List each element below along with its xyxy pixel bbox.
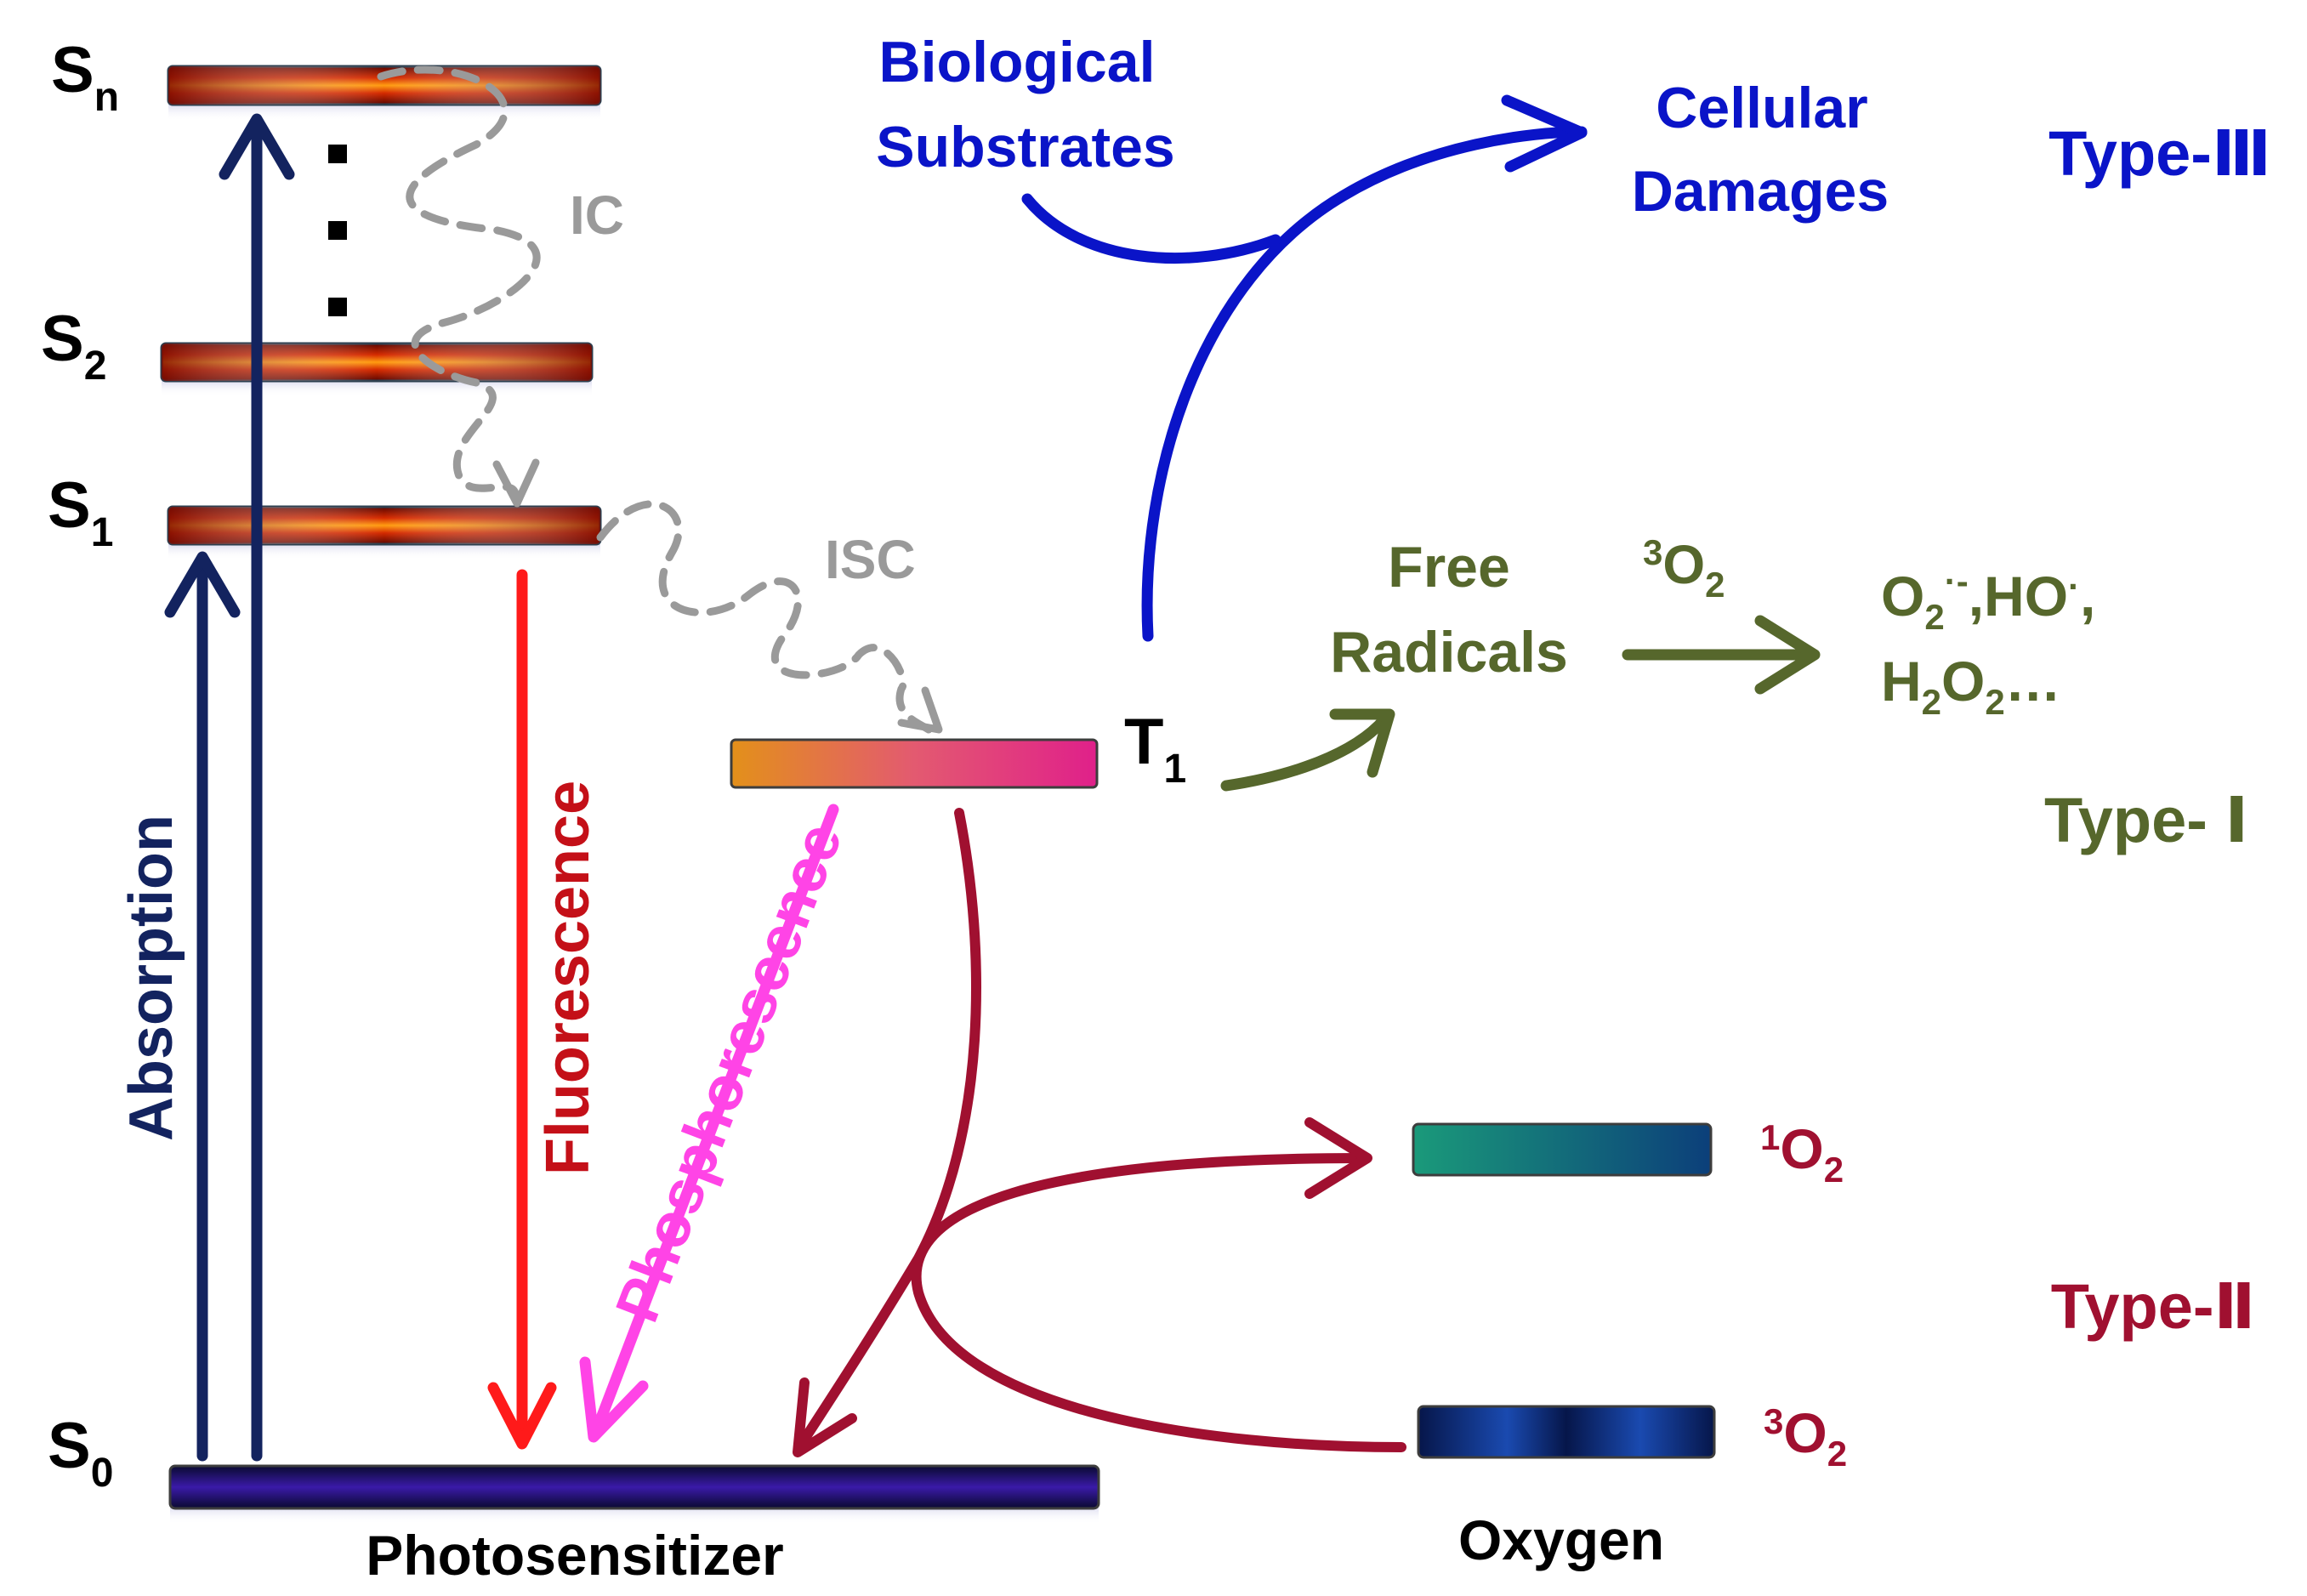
ros-products-line2: H2O2… (1881, 650, 2061, 722)
phosphorescence-label: Phosphorescence (603, 815, 855, 1332)
triplet-oxygen-label: 3O2 (1764, 1401, 1847, 1474)
t1-level-bar (730, 738, 1099, 792)
fluorescence-arrow (487, 569, 557, 1450)
level-labels: Sn S2 S1 S0 T1 (41, 34, 1186, 1496)
ic-arrowhead (492, 458, 540, 508)
type2-text: 1O2 3O2 Type-Ⅱ (1760, 1117, 2255, 1474)
absorption-arrows (164, 113, 295, 1462)
triplet-oxygen-level-bar (1417, 1405, 1716, 1461)
type1-arrows (1220, 615, 1821, 792)
type3-label: Type-Ⅲ (2048, 118, 2271, 189)
biological-substrates-line2: Substrates (876, 115, 1174, 179)
free-radicals-line1: Free (1388, 535, 1510, 599)
biological-substrates-line1: Biological (879, 30, 1156, 94)
ic-arrow (377, 65, 541, 497)
ellipsis-dots (328, 145, 347, 316)
ic-label: IC (570, 185, 624, 246)
isc-arrow (596, 500, 933, 734)
free-radicals-line2: Radicals (1330, 620, 1568, 684)
fluorescence-label: Fluorescence (534, 781, 602, 1175)
t1-label: T1 (1124, 706, 1186, 792)
energy-levels (160, 65, 1716, 1524)
oxygen-label: Oxygen (1458, 1508, 1664, 1571)
type3-text: Biological Substrates Cellular Damages T… (876, 30, 2271, 224)
ros-products-line1: O2·-,HO·, (1881, 561, 2095, 637)
sn-level-bar (167, 65, 602, 121)
type1-label: Type- Ⅰ (2044, 785, 2248, 855)
type2-label: Type-Ⅱ (2051, 1271, 2256, 1342)
photosensitizer-label: Photosensitizer (366, 1524, 783, 1587)
s2-level-bar (160, 342, 594, 396)
sn-label: Sn (51, 34, 119, 120)
absorption-label: Absorption (117, 815, 185, 1141)
cellular-damages-line2: Damages (1632, 159, 1889, 224)
singlet-oxygen-level-bar (1412, 1122, 1713, 1180)
isc-arrowhead (897, 686, 943, 734)
type2-energy-transfer-arrows (793, 808, 1406, 1457)
isc-label: ISC (825, 529, 916, 590)
s2-label: S2 (41, 303, 106, 389)
s1-label: S1 (48, 469, 113, 555)
cellular-damages-line1: Cellular (1656, 76, 1867, 140)
s0-label: S0 (48, 1410, 113, 1496)
phosphorescence-arrow (579, 804, 839, 1443)
type3-arrows (1021, 94, 1588, 642)
type1-reagent-o2: 3O2 (1643, 532, 1725, 605)
s1-level-bar (167, 505, 602, 559)
type1-text: Free Radicals 3O2 O2·-,HO·, H2O2… Type- … (1330, 532, 2248, 855)
s0-level-bar (168, 1464, 1100, 1524)
singlet-oxygen-label: 1O2 (1760, 1117, 1844, 1190)
